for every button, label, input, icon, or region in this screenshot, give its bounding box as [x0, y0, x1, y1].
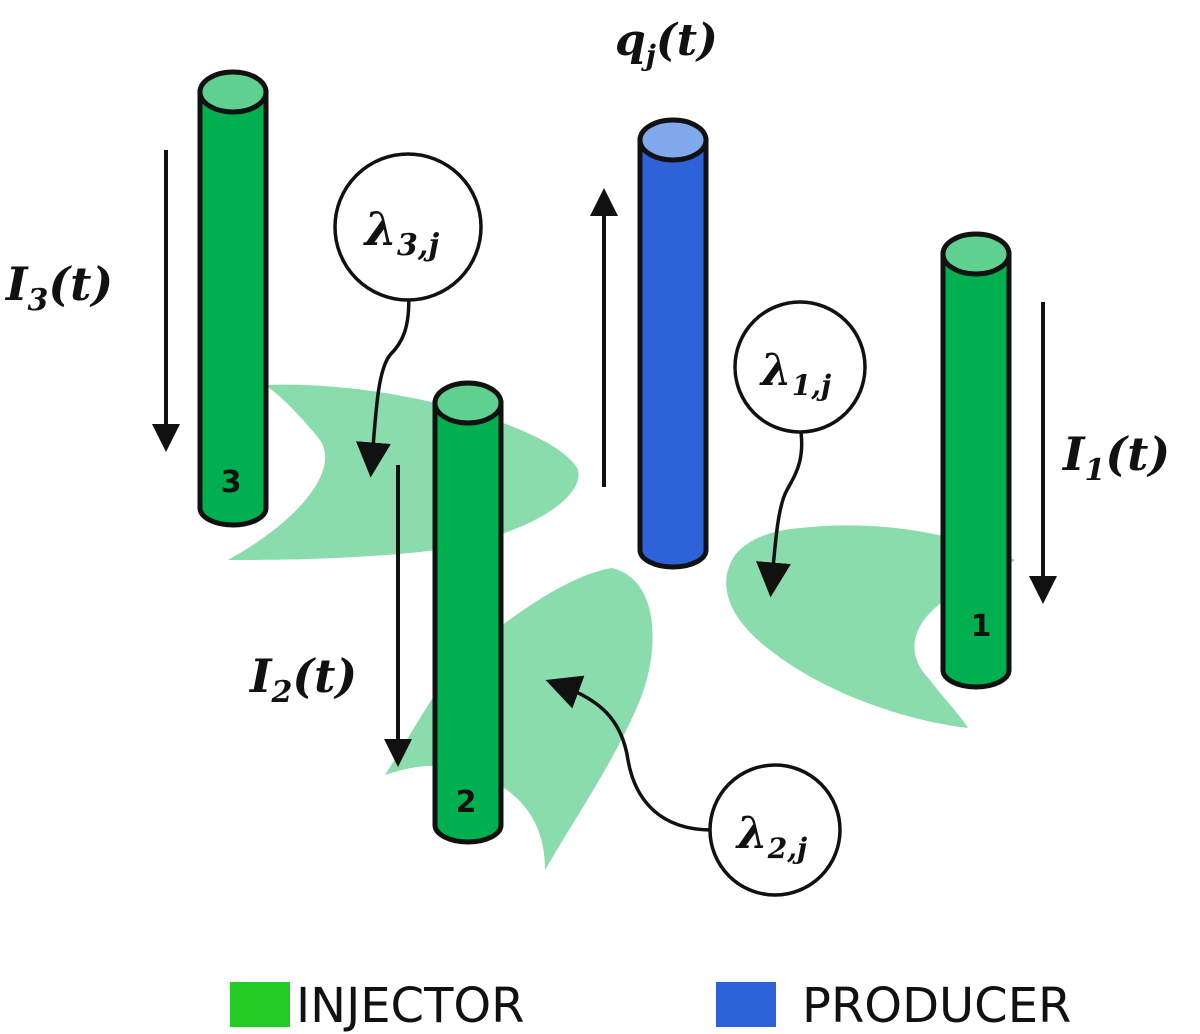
lambda-2-bubble: [708, 763, 842, 897]
lambda-2-label: λ2,j: [735, 808, 807, 865]
injector-well-1: 1: [940, 231, 1012, 690]
lambda-3-leader: [355, 284, 411, 478]
lambda-2-leader: [545, 675, 713, 832]
injector-well-3: 3: [197, 69, 269, 528]
injection-rate-3-label: I3(t): [4, 257, 113, 318]
plume-well-2: [385, 568, 653, 870]
lambda-1-label: λ1,j: [759, 345, 831, 402]
injector-well-2: 2: [432, 380, 504, 845]
well-3-number: 3: [221, 465, 242, 500]
legend-injector-swatch: [230, 982, 290, 1027]
injection-rate-1-label: I1(t): [1061, 427, 1170, 488]
legend-producer-label: PRODUCER: [802, 978, 1071, 1034]
well-1-number: 1: [971, 609, 992, 644]
lambda-1-bubble: [733, 300, 867, 434]
lambda-1-leader: [756, 424, 804, 598]
legend-producer-swatch: [716, 982, 776, 1027]
legend: INJECTOR PRODUCER: [230, 978, 1071, 1034]
legend-injector-label: INJECTOR: [296, 978, 525, 1034]
plume-well-3: [228, 384, 579, 560]
injection-rate-2-label: I2(t): [248, 649, 357, 710]
well-2-number: 2: [456, 785, 477, 820]
producer-well: [637, 117, 709, 570]
lambda-3-bubble: [333, 152, 483, 302]
producer-rate-label: qj(t): [615, 15, 718, 72]
lambda-3-label: λ3,j: [363, 202, 440, 263]
